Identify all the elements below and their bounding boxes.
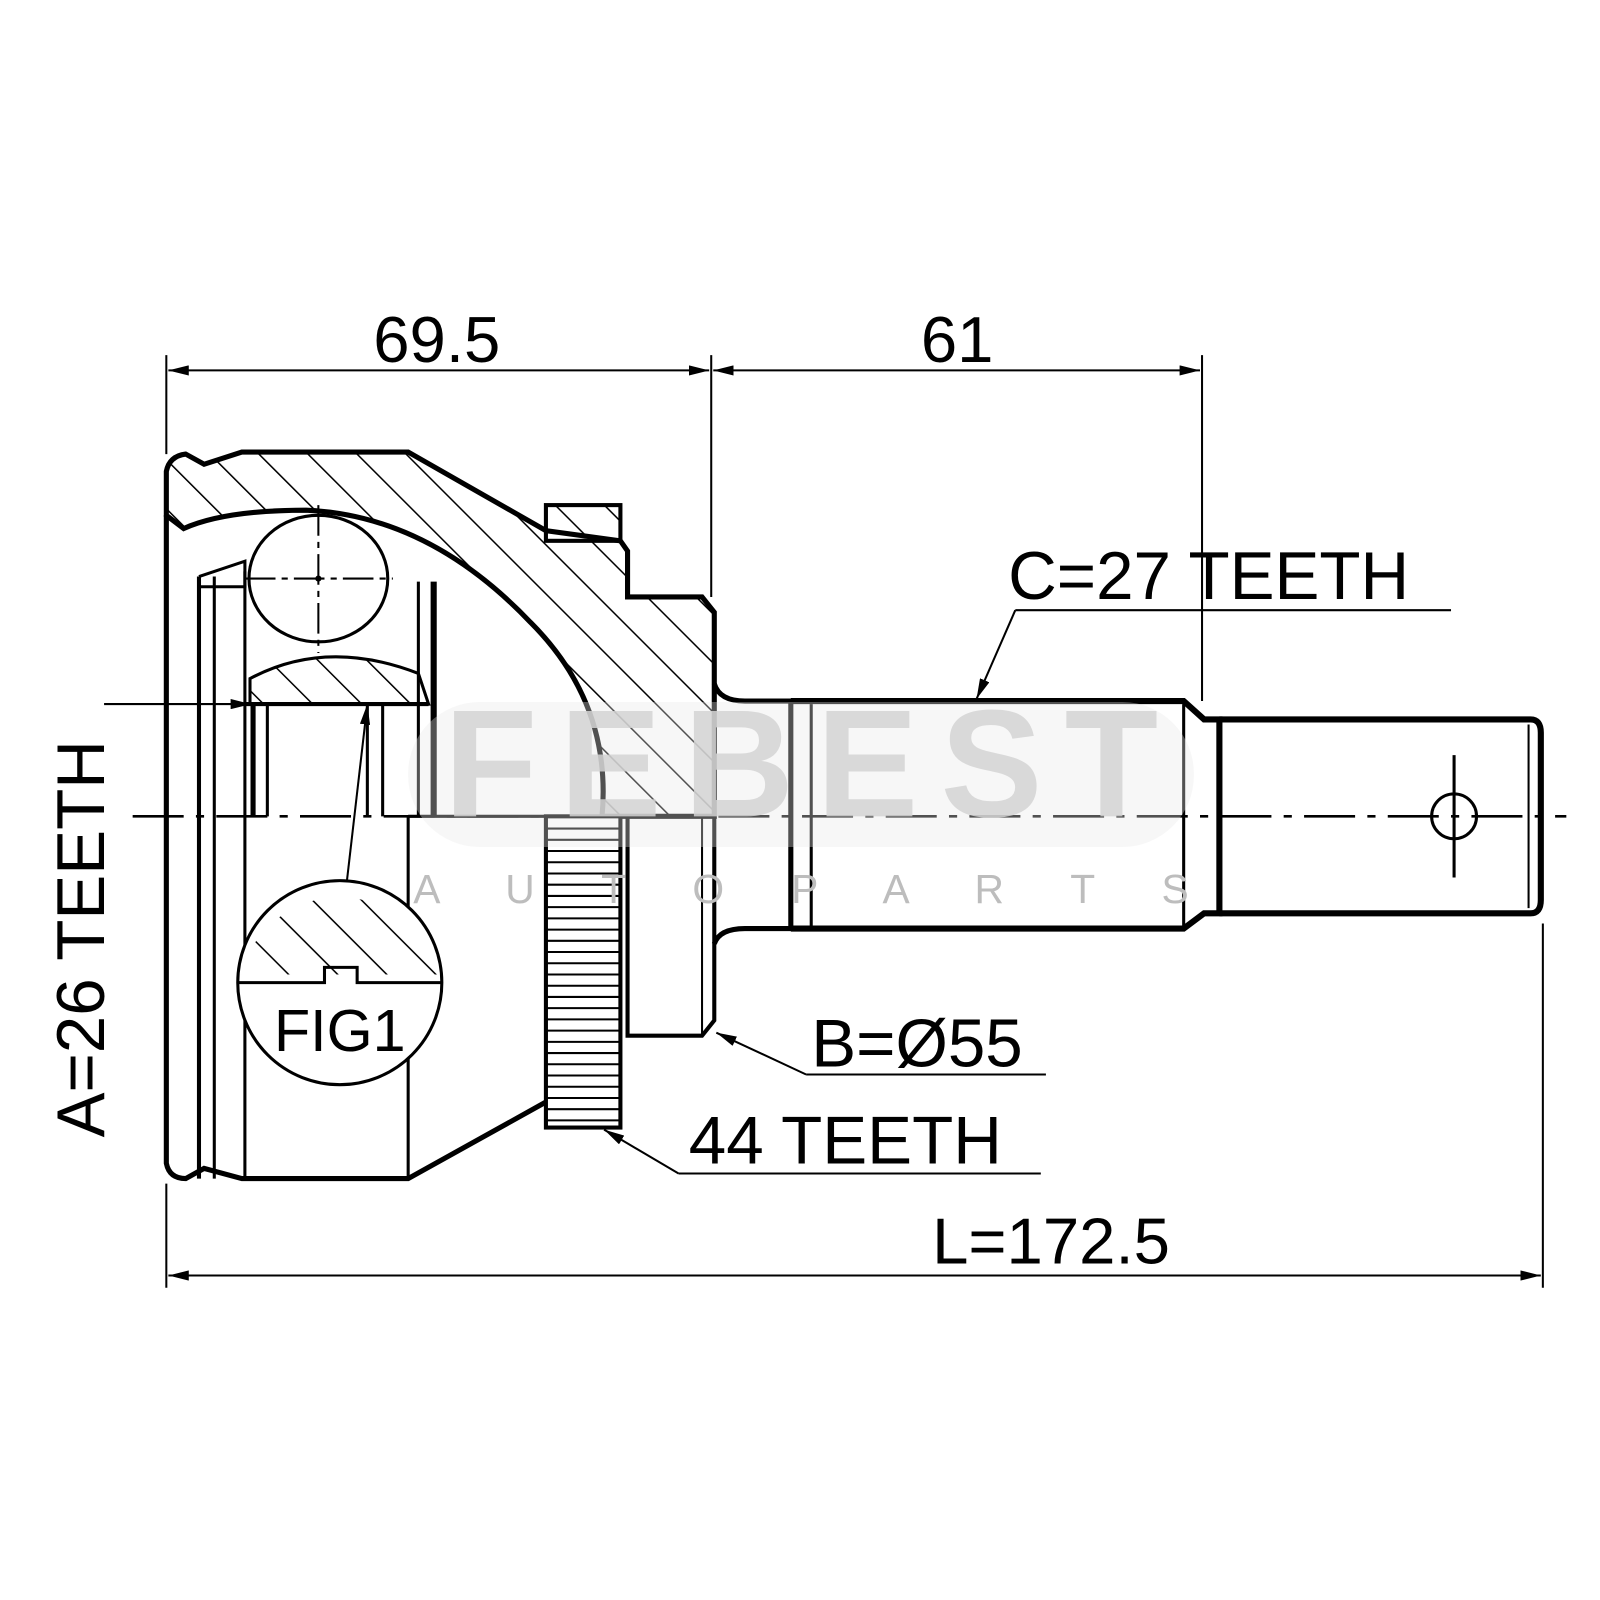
housing-section — [163, 449, 717, 819]
fig1-detail: FIG1 — [236, 703, 444, 1087]
callout-abs-label: 44 TEETH — [689, 1103, 1002, 1178]
callout-b-label: B=Ø55 — [811, 1006, 1023, 1081]
shaft-neck — [711, 682, 794, 945]
watermark-subtitle: A U T O P A R T S — [413, 866, 1189, 912]
abs-ring-section — [543, 503, 623, 543]
abs-tone-ring — [543, 814, 623, 1130]
watermark-badge — [408, 702, 1194, 847]
dimension-total: L=172.5 — [165, 923, 1544, 1288]
dimension-top: 69.5 61 — [165, 303, 1204, 702]
dim-housing-length: 69.5 — [373, 303, 500, 376]
callout-c: C=27 TEETH — [975, 539, 1452, 700]
housing-outline — [163, 515, 548, 1182]
callout-a: A=26 TEETH — [44, 698, 252, 1137]
dim-stub-length: 61 — [921, 303, 994, 376]
callout-b: B=Ø55 — [715, 1006, 1046, 1081]
dim-total-length: L=172.5 — [932, 1204, 1170, 1277]
cotter-hole-icon — [1430, 755, 1479, 878]
callout-a-label: A=26 TEETH — [44, 740, 119, 1137]
fig1-label: FIG1 — [274, 997, 406, 1064]
inner-race-section — [248, 655, 431, 706]
watermark: FEBEST A U T O P A R T S — [408, 678, 1194, 912]
threaded-end — [1219, 716, 1544, 917]
callout-c-label: C=27 TEETH — [1008, 539, 1409, 614]
callout-abs: 44 TEETH — [603, 1103, 1041, 1178]
spline-shaft — [790, 697, 1223, 932]
cage-lines — [196, 559, 437, 1179]
seal-land — [620, 814, 717, 1038]
ball — [244, 505, 393, 654]
